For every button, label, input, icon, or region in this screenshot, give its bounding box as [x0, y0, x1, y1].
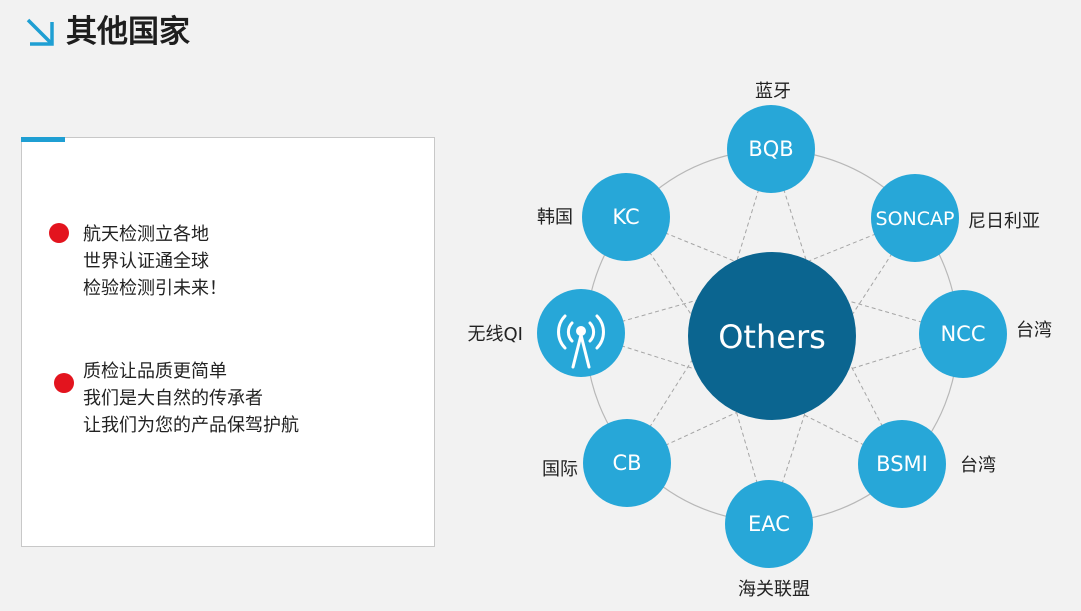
- node-circle: [725, 480, 813, 568]
- page-title: 其他国家: [66, 14, 190, 50]
- wireless-antenna-icon: [557, 314, 605, 369]
- connector-line: [625, 216, 692, 315]
- node-label: EAC: [748, 512, 790, 536]
- node-caption: 韩国: [537, 207, 573, 228]
- bullet-dot: [54, 373, 74, 393]
- center-label: Others: [718, 318, 826, 356]
- connector-line: [852, 217, 916, 314]
- connector-line: [736, 411, 770, 525]
- outer-ring: [585, 149, 959, 523]
- connector-line: [768, 413, 806, 525]
- bullet-dot: [49, 223, 69, 243]
- node-circle: [727, 105, 815, 193]
- node-caption: 海关联盟: [738, 579, 810, 600]
- text-line: 让我们为您的产品保驾护航: [83, 415, 299, 436]
- text-group-2: 质检让品质更简单 我们是大自然的传承者 让我们为您的产品保驾护航: [83, 358, 299, 439]
- connector-line: [802, 413, 903, 465]
- text-card: 航天检测立各地 世界认证通全球 检验检测引未来！ 质检让品质更简单 我们是大自然…: [21, 137, 435, 547]
- node-circle: [919, 290, 1007, 378]
- node-label: CB: [612, 451, 641, 475]
- node-caption: 无线QI: [468, 324, 523, 345]
- node-circle: [583, 419, 671, 507]
- connector-line: [736, 148, 772, 260]
- node-caption: 蓝牙: [755, 81, 791, 102]
- node-caption: 台湾: [1016, 320, 1052, 341]
- connector-line: [625, 216, 735, 262]
- arrow-down-right-icon: [26, 18, 54, 46]
- node-label: BQB: [748, 137, 793, 161]
- connector-line: [580, 300, 696, 334]
- node-label: SONCAP: [876, 208, 955, 230]
- text-group-1: 航天检测立各地 世界认证通全球 检验检测引未来！: [83, 221, 227, 302]
- connector-line: [850, 365, 903, 465]
- card-accent-bar: [21, 137, 65, 142]
- text-line: 质检让品质更简单: [83, 361, 227, 382]
- node-circle: [871, 174, 959, 262]
- text-line: 检验检测引未来！: [83, 278, 227, 299]
- center-node: [688, 252, 856, 420]
- connector-line: [626, 360, 693, 464]
- node-caption: 台湾: [960, 455, 996, 476]
- connector-line: [848, 300, 964, 335]
- connector-line: [580, 332, 695, 370]
- node-circle: [858, 420, 946, 508]
- connector-line: [848, 333, 964, 370]
- node-caption: 尼日利亚: [968, 211, 1040, 232]
- connector-line: [809, 217, 916, 262]
- node-circle: [582, 173, 670, 261]
- node-circle: [537, 289, 625, 377]
- node-label: KC: [612, 205, 639, 229]
- node-caption: 国际: [542, 459, 578, 480]
- connector-line: [626, 411, 738, 464]
- node-label: NCC: [940, 322, 985, 346]
- connector-line: [770, 148, 807, 260]
- text-line: 我们是大自然的传承者: [83, 388, 263, 409]
- node-label: BSMI: [876, 452, 928, 476]
- text-line: 世界认证通全球: [83, 251, 209, 272]
- text-line: 航天检测立各地: [83, 224, 209, 245]
